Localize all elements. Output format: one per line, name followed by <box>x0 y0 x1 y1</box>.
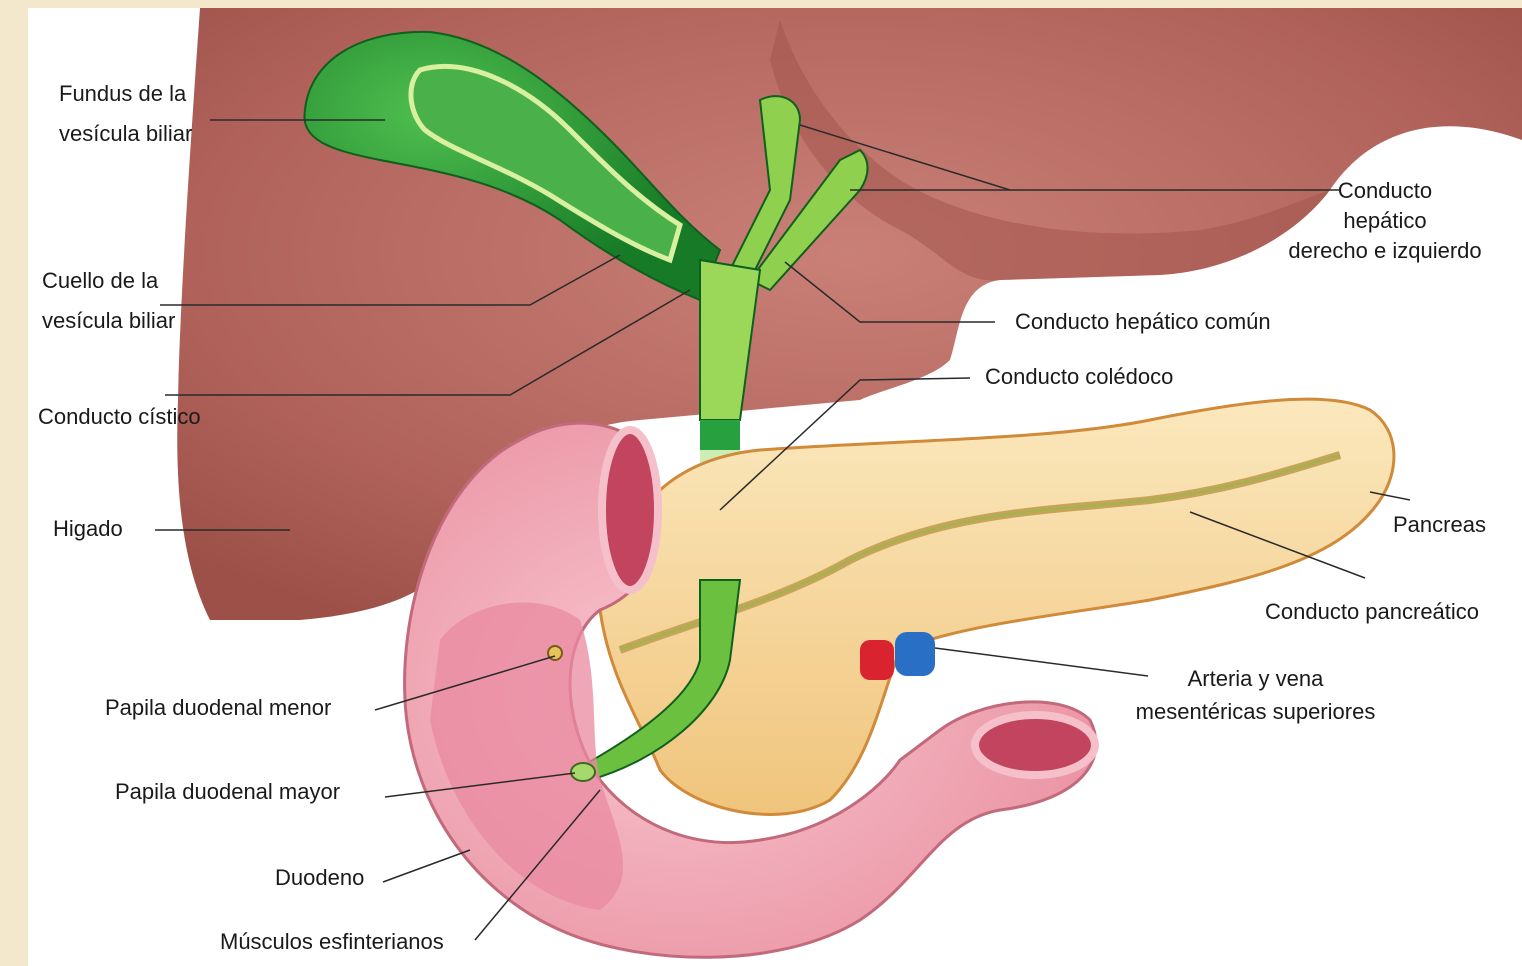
label-hepatic-ducts-line3: derecho e izquierdo <box>1270 236 1500 266</box>
label-hepatic-ducts: Conducto hepático derecho e izquierdo <box>1270 176 1500 266</box>
duodenum-opening-bottom <box>975 715 1095 775</box>
duodenum-opening-top <box>602 430 658 590</box>
label-pancreatic-duct: Conducto pancreático <box>1265 593 1479 631</box>
label-vessels-line1: Arteria y vena <box>1118 664 1393 694</box>
bile-duct-band <box>700 420 740 450</box>
label-minor-papilla: Papila duodenal menor <box>105 689 331 727</box>
label-fundus-line1: Fundus de la <box>59 79 192 109</box>
major-papilla <box>571 763 595 781</box>
label-duodenum: Duodeno <box>275 859 364 897</box>
label-pancreas: Pancreas <box>1393 506 1486 544</box>
label-vessels-line2: mesentéricas superiores <box>1118 697 1393 727</box>
label-neck-line1: Cuello de la <box>42 266 175 296</box>
label-common-bile: Conducto colédoco <box>985 358 1173 396</box>
label-neck-line2: vesícula biliar <box>42 306 175 336</box>
label-common-hepatic: Conducto hepático común <box>1015 303 1271 341</box>
artery <box>860 640 894 680</box>
label-vessels: Arteria y vena mesentéricas superiores <box>1118 664 1393 727</box>
label-fundus: Fundus de la vesícula biliar <box>59 79 192 149</box>
label-liver: Higado <box>53 510 123 548</box>
label-fundus-line2: vesícula biliar <box>59 119 192 149</box>
label-cystic: Conducto cístico <box>38 398 201 436</box>
label-sphincter: Músculos esfinterianos <box>220 923 444 961</box>
vein <box>895 632 935 676</box>
label-hepatic-ducts-line1: Conducto <box>1270 176 1500 206</box>
label-hepatic-ducts-line2: hepático <box>1270 206 1500 236</box>
label-neck: Cuello de la vesícula biliar <box>42 266 175 336</box>
label-major-papilla: Papila duodenal mayor <box>115 773 340 811</box>
